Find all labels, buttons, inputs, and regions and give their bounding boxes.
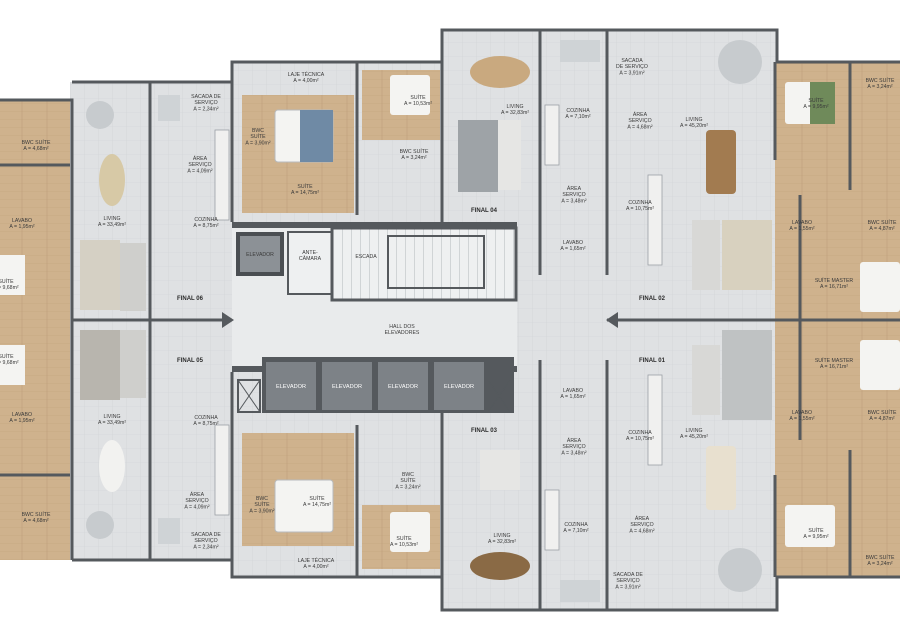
dining-table-f2 bbox=[706, 130, 736, 194]
final-label-5: FINAL 02 bbox=[639, 296, 666, 302]
dining-table-f4 bbox=[470, 56, 530, 88]
sofa-f2 bbox=[692, 220, 720, 290]
final-label-2: FINAL 05 bbox=[177, 358, 204, 364]
elevator-label-3: ELEVADOR bbox=[388, 384, 418, 390]
dining-table-f5 bbox=[99, 440, 125, 492]
sofa-f6 bbox=[120, 243, 146, 311]
rug-f1 bbox=[722, 330, 772, 420]
building-core bbox=[232, 222, 518, 413]
bed-f5 bbox=[274, 479, 334, 533]
room-label-ante-camara: ANTE-CÂMARA bbox=[299, 250, 322, 262]
bed-l1 bbox=[0, 255, 25, 295]
bed-f5-b bbox=[390, 512, 430, 552]
final-label-1: FINAL 06 bbox=[177, 296, 204, 302]
furniture bbox=[0, 40, 900, 602]
elevator-label-4: ELEVADOR bbox=[444, 384, 474, 390]
round-table-br bbox=[718, 548, 762, 592]
rug-f2 bbox=[722, 220, 772, 290]
sofa-f1 bbox=[692, 345, 720, 415]
dining-table-f3 bbox=[470, 552, 530, 580]
bed-master-1 bbox=[860, 262, 900, 312]
ante-camara-room bbox=[287, 231, 333, 295]
bed-br bbox=[785, 505, 835, 547]
bed-f6-b bbox=[390, 75, 430, 115]
dining-table-f1 bbox=[706, 446, 736, 510]
bed-l2 bbox=[0, 345, 25, 385]
elevator-label-1: ELEVADOR bbox=[276, 384, 306, 390]
final-label-3: FINAL 04 bbox=[471, 208, 498, 214]
sofa-f3 bbox=[480, 450, 520, 490]
final-label-4: FINAL 03 bbox=[471, 428, 498, 434]
bed-master-2 bbox=[860, 340, 900, 390]
final-label-6: FINAL 01 bbox=[639, 358, 666, 364]
sofa-f5 bbox=[120, 330, 146, 398]
rug-f4 bbox=[458, 120, 498, 192]
room-label-escada: ESCADA bbox=[355, 254, 377, 260]
stair-well bbox=[330, 226, 518, 302]
dining-table-f6 bbox=[99, 154, 125, 206]
elevator-label-2: ELEVADOR bbox=[332, 384, 362, 390]
rug-f6 bbox=[80, 240, 120, 310]
walls bbox=[0, 28, 900, 612]
room-label-elevador-top: ELEVADOR bbox=[246, 252, 274, 258]
sofa-f4 bbox=[495, 120, 521, 190]
rug-f5 bbox=[80, 330, 120, 400]
round-table-tr bbox=[718, 40, 762, 84]
entry-arrows bbox=[222, 312, 618, 328]
